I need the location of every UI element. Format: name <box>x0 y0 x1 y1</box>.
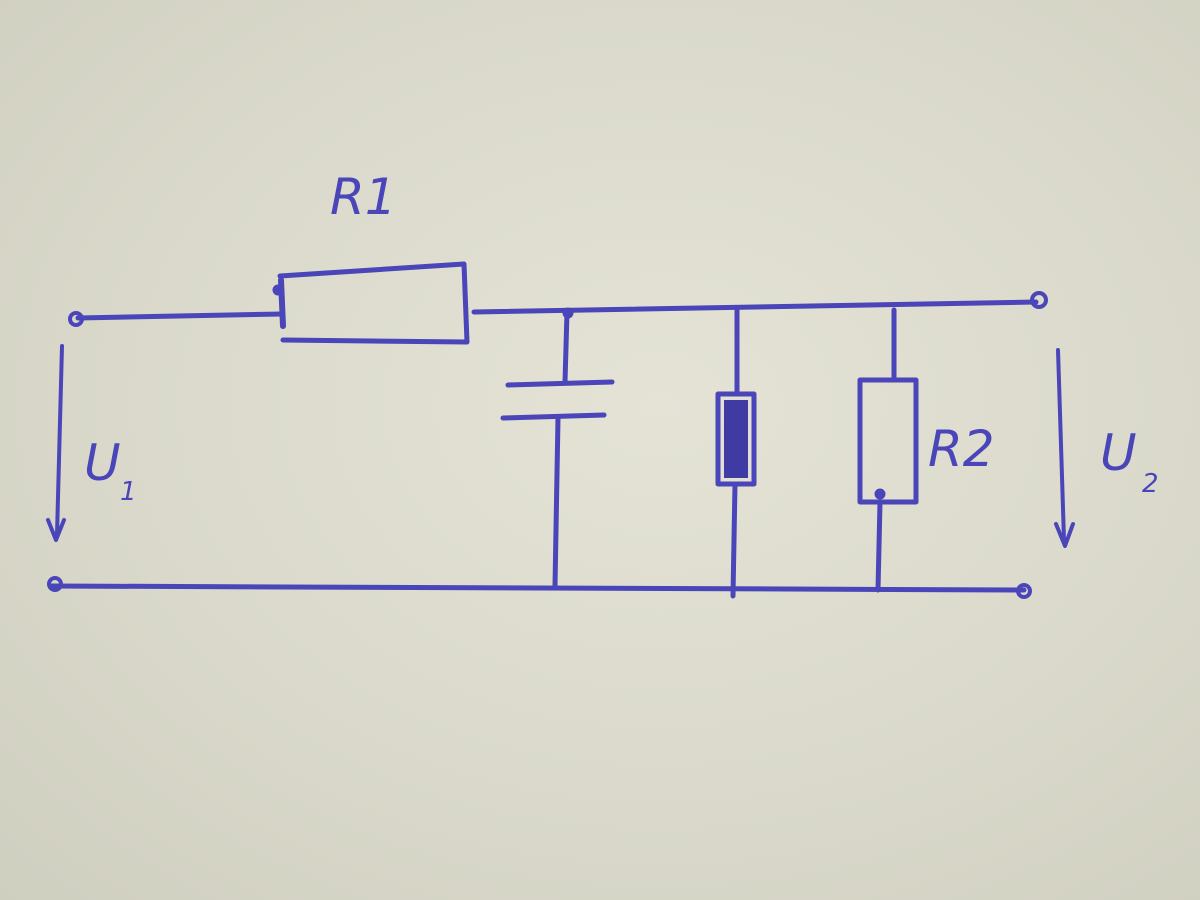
capacitor-upper-lead <box>562 309 570 385</box>
capacitor-lower-lead <box>552 415 561 589</box>
u1-voltage-arrow-shaft <box>55 344 64 537</box>
capacitor-bottom-plate <box>500 412 607 421</box>
filled-element-fill <box>724 400 748 478</box>
input-terminal-top <box>68 311 84 327</box>
u2-voltage-arrow-shaft <box>1056 348 1066 542</box>
u2-label-subscript: 2 <box>1142 469 1159 499</box>
r2-label: R2 <box>928 420 995 478</box>
wire-top-rail <box>471 299 1039 315</box>
r2-resistor-symbol <box>857 377 919 505</box>
u1-label-letter: U <box>84 434 121 492</box>
input-terminal-bottom <box>47 576 63 592</box>
r1-resistor-symbol <box>277 261 470 345</box>
capacitor-top-plate <box>505 379 615 388</box>
wire-bottom-rail <box>49 583 1027 593</box>
u2-label-letter: U <box>1100 424 1137 482</box>
u1-voltage-arrow-head <box>46 518 66 542</box>
r2-lower-lead <box>875 499 883 593</box>
r2-junction-dot <box>874 488 886 500</box>
filled-element-lower-lead <box>730 481 738 599</box>
wire-input-to-r1 <box>75 311 285 321</box>
r1-junction-dot <box>272 284 284 296</box>
r1-label: R1 <box>330 168 397 226</box>
u2-voltage-arrow-head <box>1054 522 1075 548</box>
output-terminal-bottom <box>1016 583 1032 599</box>
u1-label-subscript: 1 <box>120 477 137 507</box>
output-terminal-top <box>1030 291 1048 309</box>
